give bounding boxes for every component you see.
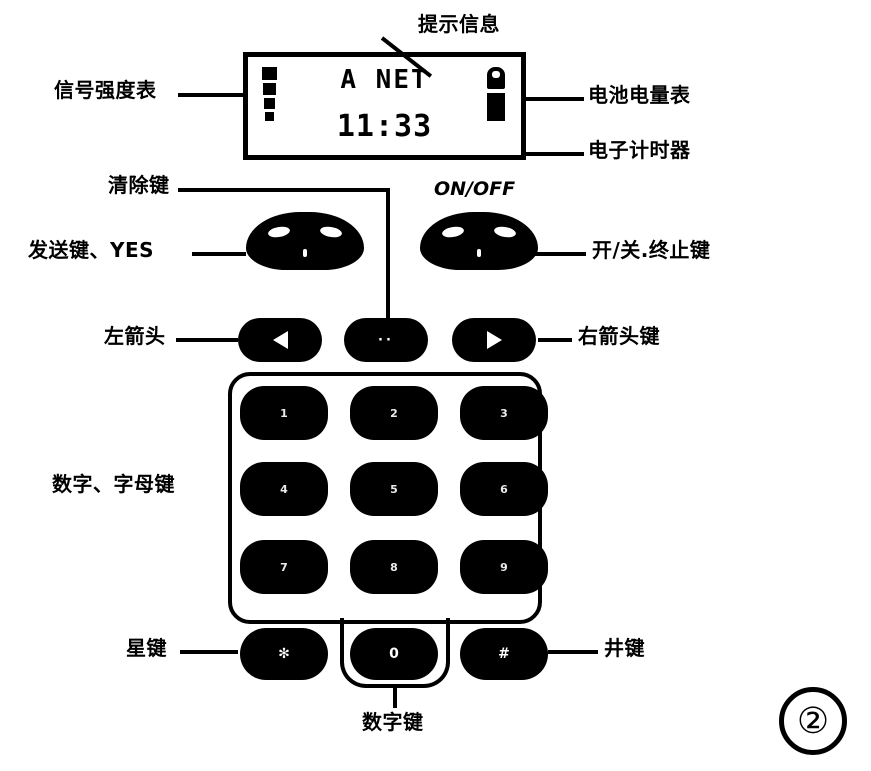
lcd-clock: 11:33 xyxy=(336,109,433,144)
numeric-key-3-label: 3 xyxy=(500,406,508,420)
leader-hash-key xyxy=(548,650,598,654)
callout-prompt-info: 提示信息 xyxy=(418,12,500,36)
leader-send-key xyxy=(192,252,246,256)
leader-timer xyxy=(522,152,584,156)
callout-send-key: 发送键、YES xyxy=(28,238,155,262)
callout-clear-key: 清除键 xyxy=(108,173,170,197)
leader-left-arrow xyxy=(176,338,238,342)
leader-power-key xyxy=(534,252,586,256)
numeric-key-8-label: 8 xyxy=(390,560,398,574)
onoff-marking: ON/OFF xyxy=(434,178,516,200)
numeric-key-7-label: 7 xyxy=(280,560,288,574)
numeric-key-5-label: 5 xyxy=(390,482,398,496)
signal-strength-icon xyxy=(260,67,280,125)
numeric-key-2[interactable]: 2 xyxy=(350,386,438,440)
power-key-dot xyxy=(477,249,481,257)
battery-level-icon xyxy=(485,67,507,123)
leader-star-key xyxy=(180,650,238,654)
power-key-slit xyxy=(442,226,516,239)
zero-key-label: 0 xyxy=(389,646,399,662)
callout-alphanumeric-keys: 数字、字母键 xyxy=(52,472,175,496)
callout-left-arrow: 左箭头 xyxy=(104,324,166,348)
numeric-key-7[interactable]: 7 xyxy=(240,540,328,594)
callout-battery-meter: 电池电量表 xyxy=(588,83,691,107)
numeric-key-9-label: 9 xyxy=(500,560,508,574)
clear-key[interactable]: ·· xyxy=(344,318,428,362)
numeric-key-1[interactable]: 1 xyxy=(240,386,328,440)
left-arrow-icon xyxy=(272,331,288,349)
leader-signal-meter xyxy=(178,93,246,97)
callout-right-arrow: 右箭头键 xyxy=(578,324,660,348)
callout-hash-key: 井键 xyxy=(604,636,645,660)
star-key-label: ✻ xyxy=(278,646,290,662)
send-key[interactable] xyxy=(246,212,364,270)
numeric-key-3[interactable]: 3 xyxy=(460,386,548,440)
numeric-key-8[interactable]: 8 xyxy=(350,540,438,594)
callout-number-key: 数字键 xyxy=(362,710,424,734)
zero-key-bracket xyxy=(340,618,450,688)
numeric-key-6-label: 6 xyxy=(500,482,508,496)
numeric-key-2-label: 2 xyxy=(390,406,398,420)
callout-power-key: 开/关.终止键 xyxy=(592,238,711,262)
hash-key-label: # xyxy=(498,646,510,662)
figure-number: ② xyxy=(779,687,847,755)
numeric-key-4[interactable]: 4 xyxy=(240,462,328,516)
power-key[interactable] xyxy=(420,212,538,270)
lcd-status-text: A NET xyxy=(340,65,429,95)
numeric-key-6[interactable]: 6 xyxy=(460,462,548,516)
leader-clear-key-h xyxy=(178,188,390,192)
send-key-dot xyxy=(303,249,307,257)
leader-battery-meter xyxy=(522,97,584,101)
callout-timer: 电子计时器 xyxy=(588,138,691,162)
clear-key-label: ·· xyxy=(378,332,394,348)
leader-right-arrow xyxy=(538,338,572,342)
numeric-key-4-label: 4 xyxy=(280,482,288,496)
leader-clear-key-v xyxy=(386,188,390,324)
right-arrow-icon xyxy=(486,331,502,349)
numeric-key-1-label: 1 xyxy=(280,406,288,420)
star-key[interactable]: ✻ xyxy=(240,628,328,680)
send-key-slit xyxy=(268,226,342,239)
left-arrow-key[interactable]: ◄ xyxy=(238,318,322,362)
hash-key[interactable]: # xyxy=(460,628,548,680)
numeric-key-9[interactable]: 9 xyxy=(460,540,548,594)
numeric-key-5[interactable]: 5 xyxy=(350,462,438,516)
callout-star-key: 星键 xyxy=(126,636,167,660)
right-arrow-key[interactable]: ► xyxy=(452,318,536,362)
leader-number-key-v xyxy=(393,686,397,708)
lcd-screen: A NET 11:33 xyxy=(243,52,526,160)
callout-signal-meter: 信号强度表 xyxy=(54,78,157,102)
